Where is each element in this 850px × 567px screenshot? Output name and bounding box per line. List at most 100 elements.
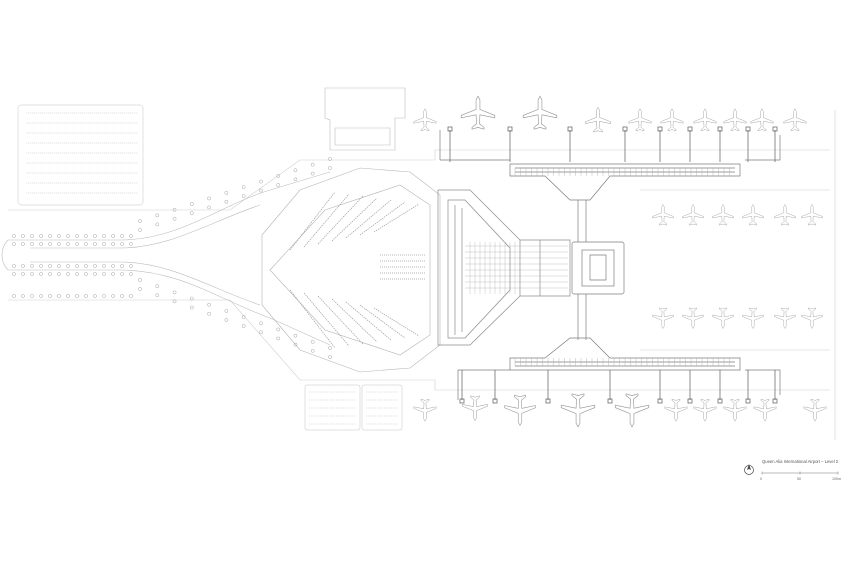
parking-row <box>359 201 406 236</box>
tree <box>30 242 34 246</box>
parking-row <box>317 195 364 245</box>
tree <box>39 242 43 246</box>
aircraft-icon <box>460 95 496 130</box>
aircraft-icon <box>783 108 807 132</box>
tree <box>93 264 97 268</box>
jet-bridge-head <box>507 126 513 132</box>
tree <box>102 234 106 238</box>
aircraft-icon <box>664 398 688 422</box>
tree-rows <box>12 157 332 359</box>
tree <box>328 157 332 161</box>
tree <box>328 166 332 170</box>
jet-bridge-head <box>687 126 693 132</box>
tree <box>129 242 133 246</box>
tree <box>259 179 263 184</box>
tree <box>120 234 124 238</box>
tree <box>207 311 211 316</box>
tree <box>172 290 177 295</box>
aircraft-icon <box>712 307 734 329</box>
tree <box>120 242 124 246</box>
tree <box>129 264 133 268</box>
tree <box>84 264 88 268</box>
jet-bridge-head <box>447 126 453 132</box>
tree <box>30 272 34 276</box>
central-hub <box>571 200 625 340</box>
tree <box>39 234 43 238</box>
tree <box>66 242 70 246</box>
tree <box>259 188 263 193</box>
tree <box>111 272 115 276</box>
tree <box>12 294 16 298</box>
tree <box>57 294 61 298</box>
aircraft-icon <box>750 108 774 132</box>
tree <box>111 294 115 298</box>
tree <box>172 207 177 212</box>
tree <box>189 296 194 301</box>
tree <box>120 294 124 298</box>
parking-row <box>345 199 392 239</box>
tree <box>39 272 43 276</box>
tree <box>310 171 315 176</box>
tree <box>93 294 97 298</box>
tree <box>224 199 229 204</box>
tree <box>276 174 281 178</box>
tree <box>138 219 142 223</box>
aircraft <box>413 95 827 428</box>
jet-bridge-head <box>745 126 751 132</box>
parking-row <box>373 203 420 233</box>
tree <box>111 264 115 268</box>
tree <box>21 272 25 276</box>
aircraft-icon <box>652 204 674 226</box>
jet-bridges <box>447 126 778 404</box>
tree <box>75 264 79 268</box>
tree <box>328 355 332 359</box>
tree <box>310 339 315 344</box>
aircraft-icon <box>742 204 764 226</box>
aircraft-icon <box>801 204 823 226</box>
aircraft-icon <box>560 393 596 428</box>
tree <box>102 272 106 276</box>
aircraft-icon <box>774 307 796 329</box>
aircraft-icon <box>652 307 674 329</box>
jet-bridge-head <box>657 126 663 132</box>
tree <box>39 264 43 268</box>
tree <box>293 342 298 347</box>
parking-row <box>303 193 350 248</box>
tree <box>155 293 160 298</box>
tree <box>48 264 52 268</box>
aircraft-icon <box>660 108 684 132</box>
aircraft-icon <box>413 108 437 132</box>
tree <box>21 234 25 238</box>
aircraft-icon <box>801 307 823 329</box>
jet-bridge-head <box>745 398 751 404</box>
aircraft-icon <box>522 95 558 130</box>
tree <box>241 315 246 319</box>
tree <box>57 264 61 268</box>
tree <box>39 294 43 298</box>
parking-row <box>303 292 350 347</box>
tree <box>259 321 263 326</box>
tree <box>310 348 315 353</box>
tree <box>21 294 25 298</box>
scale-tick-0: 0 <box>760 477 762 481</box>
parking-row <box>289 289 336 349</box>
aircraft-icon <box>712 204 734 226</box>
aircraft-icon <box>628 108 652 132</box>
jet-bridge-head <box>459 398 465 404</box>
tree <box>241 185 246 190</box>
legend <box>744 464 839 475</box>
tree <box>75 294 79 298</box>
tree <box>84 294 88 298</box>
aircraft-icon <box>803 398 827 422</box>
concourse-south <box>457 337 781 400</box>
tree <box>293 177 298 182</box>
tree <box>138 287 142 291</box>
tree <box>12 234 16 238</box>
parking-row <box>345 301 392 341</box>
jet-bridge-head <box>545 398 551 404</box>
tree <box>111 242 115 246</box>
aircraft-icon <box>682 307 704 329</box>
tree <box>75 242 79 246</box>
tree <box>120 272 124 276</box>
